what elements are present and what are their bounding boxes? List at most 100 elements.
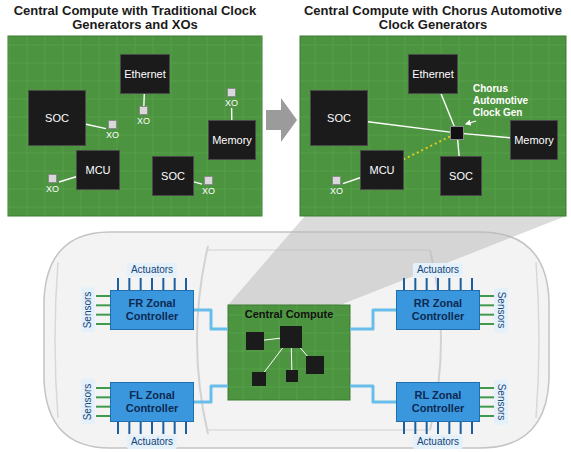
panel-title: Central Compute with Chorus Automotive C… (300, 4, 566, 32)
chip-box: SOC (28, 90, 86, 146)
chip-label: MCU (369, 164, 394, 177)
oscillator-package (48, 174, 57, 183)
pin-line (96, 415, 110, 417)
pin-line (460, 422, 462, 434)
connector (464, 134, 510, 138)
connector (368, 122, 450, 132)
pin-line (140, 278, 142, 290)
pin-line (471, 422, 473, 434)
controller-label: FR Zonal Controller (115, 297, 189, 323)
io-label: Actuators (127, 435, 177, 449)
chip-box: Memory (208, 120, 256, 160)
pin-line (426, 422, 428, 434)
chip-box: Ethernet (120, 54, 170, 94)
callout-label: Chorus Automotive Clock Gen (473, 83, 539, 119)
chip-label: Ethernet (412, 68, 454, 81)
crystal-oscillator: XO (46, 174, 59, 194)
leader-arrow (466, 121, 476, 124)
pin-line (414, 422, 416, 434)
connector (194, 310, 228, 329)
panel-title: Central Compute with Traditional Clock G… (8, 4, 262, 32)
connector (350, 386, 396, 402)
connector (343, 178, 360, 184)
chip-label: Memory (212, 134, 252, 147)
crystal-oscillator: XO (225, 88, 238, 108)
pin-line (403, 278, 405, 290)
chip-box: Ethernet (408, 54, 458, 94)
pin-line (414, 278, 416, 290)
central-compute-box: Central Compute (228, 305, 350, 400)
pin-line (96, 387, 110, 389)
pin-line (96, 323, 110, 325)
mini-chip (252, 372, 266, 386)
io-label: Sensors (494, 288, 508, 333)
pin-line (96, 314, 110, 316)
board-texture (228, 305, 350, 400)
pin-line (426, 278, 428, 290)
connectors (59, 94, 510, 402)
board-fill (8, 36, 262, 216)
pin-line (96, 396, 110, 398)
oscillator-label: XO (106, 130, 119, 140)
connector (143, 94, 145, 106)
pin-line (117, 422, 119, 434)
zonal-controller-box: RL Zonal Controller (396, 382, 480, 422)
pin-line (151, 422, 153, 434)
pin-line (151, 278, 153, 290)
chip-label: SOC (45, 112, 69, 125)
controller-label: RR Zonal Controller (401, 297, 475, 323)
io-label: Sensors (81, 288, 95, 333)
chip-label: SOC (161, 170, 185, 183)
crystal-oscillator: XO (330, 176, 343, 196)
chip-label: Memory (514, 134, 554, 147)
pin-line (480, 387, 494, 389)
pin-line (437, 422, 439, 434)
zonal-controller-box: FL Zonal Controller (110, 382, 194, 422)
pin-line (162, 422, 164, 434)
zonal-controller-box: RR Zonal Controller (396, 290, 480, 330)
panel-grounds (8, 36, 566, 400)
oscillator-label: XO (225, 98, 238, 108)
panel-ground (228, 305, 350, 400)
chip-label: SOC (327, 112, 351, 125)
pin-line (480, 314, 494, 316)
pin-line (96, 406, 110, 408)
oscillator-package (204, 176, 213, 185)
pin-line (96, 304, 110, 306)
connector (86, 124, 106, 128)
connector (350, 310, 396, 329)
chip-box: MCU (360, 150, 404, 190)
connector (194, 386, 228, 402)
windshield (197, 246, 208, 434)
chip-box: MCU (76, 150, 120, 190)
io-label: Actuators (127, 263, 177, 277)
zonal-controller-box: FR Zonal Controller (110, 290, 194, 330)
pin-line (480, 295, 494, 297)
pin-line (185, 278, 187, 290)
chip-box: Memory (510, 120, 558, 160)
pin-line (140, 422, 142, 434)
connector (194, 182, 202, 184)
oscillator-package (139, 106, 148, 115)
oscillator-package (227, 88, 236, 97)
chip-box: SOC (440, 156, 482, 196)
crystal-oscillator: XO (137, 106, 150, 126)
board-fill (228, 305, 350, 400)
bumper (536, 262, 539, 418)
pin-line (448, 422, 450, 434)
pin-line (480, 323, 494, 325)
panel-ground (8, 36, 262, 216)
mini-chip (306, 356, 324, 374)
connector (458, 140, 459, 156)
oscillator-label: XO (46, 184, 59, 194)
pin-line (128, 422, 130, 434)
pin-line (185, 422, 187, 434)
mini-chip (280, 326, 302, 348)
oscillator-label: XO (330, 186, 343, 196)
oscillator-package (108, 120, 117, 129)
chip-box: SOC (310, 90, 368, 146)
pin-line (460, 278, 462, 290)
pin-line (128, 278, 130, 290)
chip-illustration (246, 326, 324, 386)
